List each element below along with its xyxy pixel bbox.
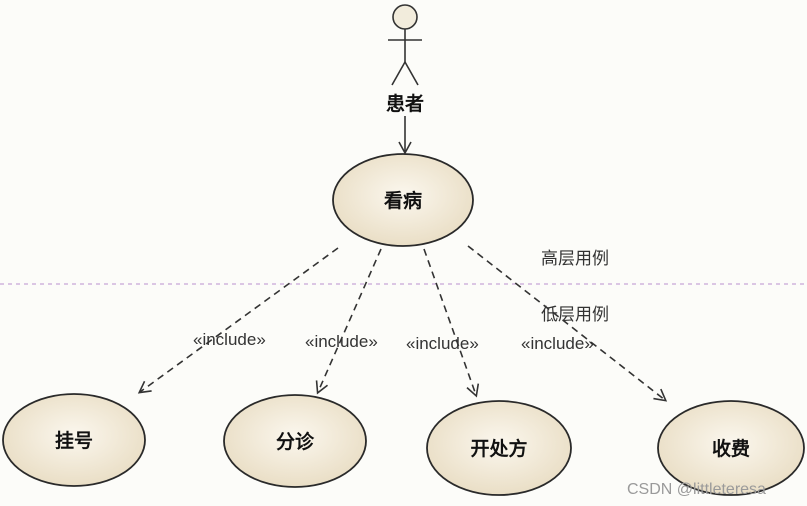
include-arrow-kaichufang <box>423 248 480 398</box>
use-case-kaichufang-ellipse <box>426 400 572 496</box>
include-arrow-shoufei <box>467 245 668 402</box>
actor-patient[interactable] <box>388 4 422 86</box>
watermark: CSDN @littleteresa <box>627 481 766 498</box>
use-case-shoufei-ellipse <box>657 400 805 496</box>
low-level-label: 低层用例 <box>541 305 609 325</box>
use-case-kaichufang-label: 开处方 <box>470 437 527 460</box>
include-arrow-guahao <box>137 247 339 394</box>
include-label-fenzhen: «include» <box>305 332 378 351</box>
include-arrow-fenzhen <box>315 248 382 395</box>
use-case-kaichufang[interactable]: 开处方 <box>426 400 572 496</box>
use-case-kanbing[interactable]: 看病 <box>332 153 474 247</box>
use-case-fenzhen-ellipse <box>223 394 367 488</box>
high-level-label: 高层用例 <box>541 249 609 269</box>
include-label-guahao: «include» <box>193 330 266 349</box>
use-case-guahao-ellipse <box>2 393 146 487</box>
use-case-guahao-label: 挂号 <box>55 429 93 452</box>
actor-right-leg <box>404 61 419 86</box>
use-case-guahao[interactable]: 挂号 <box>2 393 146 487</box>
use-case-fenzhen[interactable]: 分诊 <box>223 394 367 488</box>
use-case-fenzhen-label: 分诊 <box>276 430 315 453</box>
use-case-shoufei-label: 收费 <box>712 437 750 460</box>
actor-left-leg <box>391 61 406 86</box>
actor-head <box>392 4 418 30</box>
include-label-kaichufang: «include» <box>406 334 479 353</box>
include-label-shoufei: «include» <box>521 334 594 353</box>
use-case-shoufei[interactable]: 收费 <box>657 400 805 496</box>
use-case-kanbing-ellipse <box>332 153 474 247</box>
actor-label: 患者 <box>386 92 424 115</box>
use-case-kanbing-label: 看病 <box>383 189 422 212</box>
